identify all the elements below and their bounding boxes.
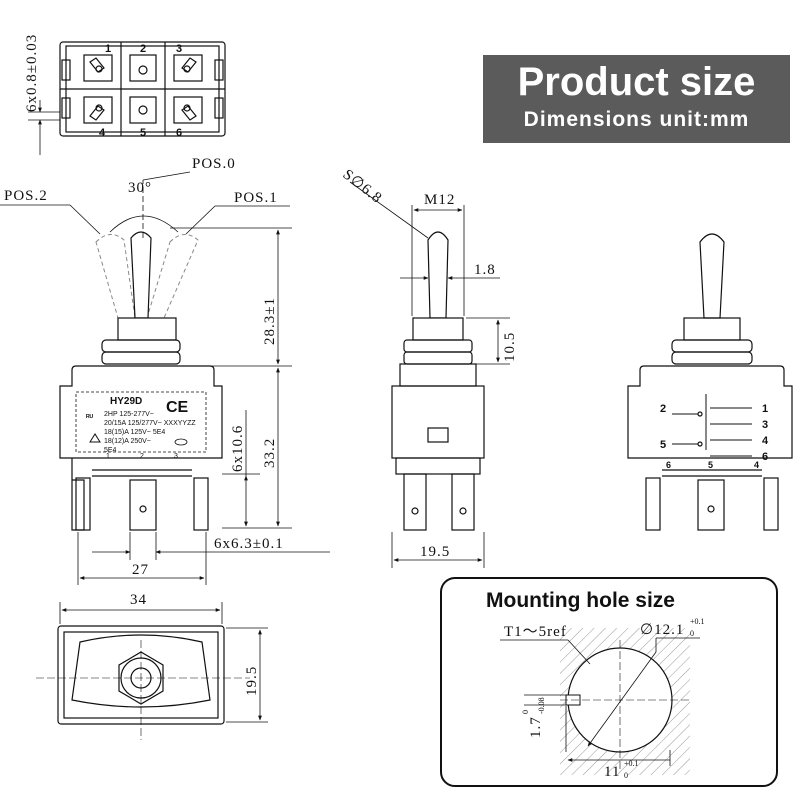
dim-bottom-width: 34	[130, 592, 147, 608]
pin-number: 1	[105, 43, 111, 55]
lever-pos2	[95, 234, 136, 319]
back-pin-labels: 2 5 1 3 4 6 6 5 4	[660, 403, 769, 470]
warning-triangle-icon	[89, 433, 101, 443]
schematic-pin: 3	[762, 419, 768, 431]
dim-bushing-height: 10.5	[502, 332, 518, 362]
label-pos1: POS.1	[234, 190, 278, 206]
dim-side-width: 19.5	[420, 544, 450, 560]
mount-diameter: ∅12.1	[640, 622, 684, 638]
top-terminal-2	[129, 54, 157, 82]
label-pos0: POS.0	[192, 156, 236, 172]
page-subtitle: Dimensions unit:mm	[523, 108, 750, 131]
top-terminal-5	[129, 96, 157, 124]
pin-number: 6	[176, 127, 182, 139]
mount-diameter-tol-lower: 0	[690, 629, 694, 638]
dim-terminal-pitch: 6x6.3±0.1	[214, 536, 284, 552]
mount-key-width: 1.7	[528, 716, 544, 738]
title-banner: Product size Dimensions unit:mm	[483, 55, 790, 143]
ul-mark-icon: ᴿᵁ	[86, 413, 94, 422]
label-terminal-2: 2	[140, 453, 144, 460]
schematic-pin: 1	[762, 403, 768, 415]
label-line-4: 18(12)A 250V~	[104, 438, 151, 445]
top-terminal-4	[83, 96, 113, 124]
top-terminal-1	[83, 54, 113, 82]
ce-mark: CE	[166, 399, 189, 416]
mounting-hole-panel	[440, 577, 778, 787]
page-title: Product size	[517, 60, 756, 104]
mounting-title: Mounting hole size	[486, 589, 675, 612]
mount-key-depth: 11	[604, 764, 620, 780]
bottom-view	[36, 602, 268, 740]
back-terminal-number: 4	[754, 460, 759, 470]
mount-key-depth-tol-upper: +0.1	[624, 759, 639, 768]
label-terminal-3: 3	[174, 453, 178, 460]
label-line-3: 18(15)A 125V~ 5E4	[104, 429, 165, 436]
side-view	[349, 181, 510, 568]
back-terminal-number: 5	[708, 460, 713, 470]
model-text: HY29D	[110, 396, 142, 407]
back-terminal-number: 6	[666, 460, 671, 470]
schematic-pin: 5	[660, 439, 666, 451]
dim-terminal-height: 6x10.6	[230, 425, 246, 472]
mount-key-tol-upper: 0	[521, 710, 530, 714]
front-view	[0, 171, 330, 585]
pin-number: 3	[176, 43, 182, 55]
mount-diameter-tol-upper: +0.1	[690, 617, 705, 626]
schematic-pin: 6	[762, 451, 768, 463]
pin-number: 2	[140, 43, 146, 55]
label-line-2: 20/15A 125/277V~ XXXYYZZ	[104, 420, 196, 427]
dim-lever-height: 28.3±1	[262, 297, 278, 345]
top-terminal-3	[173, 54, 203, 82]
dim-body-height: 33.2	[262, 438, 278, 468]
dim-lever-width: 1.8	[474, 262, 496, 278]
label-line-5: 5E4	[104, 447, 117, 454]
top-terminal-6	[173, 96, 203, 124]
approval-mark-icon	[174, 438, 188, 446]
mount-key-tol-lower: -0.08	[537, 697, 546, 714]
dim-sphere: S∅6.8	[340, 167, 385, 207]
back-view	[627, 233, 793, 531]
switch-label: HY29D CE 2HP 125-277V~ 20/15A 125/277V~ …	[86, 396, 196, 460]
label-terminal-1: 1	[106, 453, 110, 460]
schematic-pin: 4	[762, 435, 769, 447]
lever	[130, 231, 152, 319]
pin-number: 4	[99, 127, 106, 139]
mount-thickness: T1～5ref	[504, 624, 567, 640]
top-pin-numbers: 1 2 3 4 5 6	[99, 43, 182, 139]
lever-pos1	[146, 234, 199, 319]
dim-thread: M12	[424, 192, 455, 208]
side-lever	[427, 231, 449, 319]
dim-body-width: 27	[132, 562, 149, 578]
top-view	[28, 41, 226, 155]
label-line-1: 2HP 125-277V~	[104, 411, 154, 418]
label-angle: 30°	[128, 180, 152, 196]
mount-key-depth-tol-lower: 0	[624, 771, 628, 780]
dim-pin-thickness: 6x0.8±0.03	[24, 34, 40, 112]
schematic-pin: 2	[660, 403, 666, 415]
back-lever	[699, 233, 725, 319]
label-pos2: POS.2	[4, 188, 48, 204]
pin-number: 5	[140, 127, 146, 139]
dim-bottom-height: 19.5	[244, 666, 260, 696]
